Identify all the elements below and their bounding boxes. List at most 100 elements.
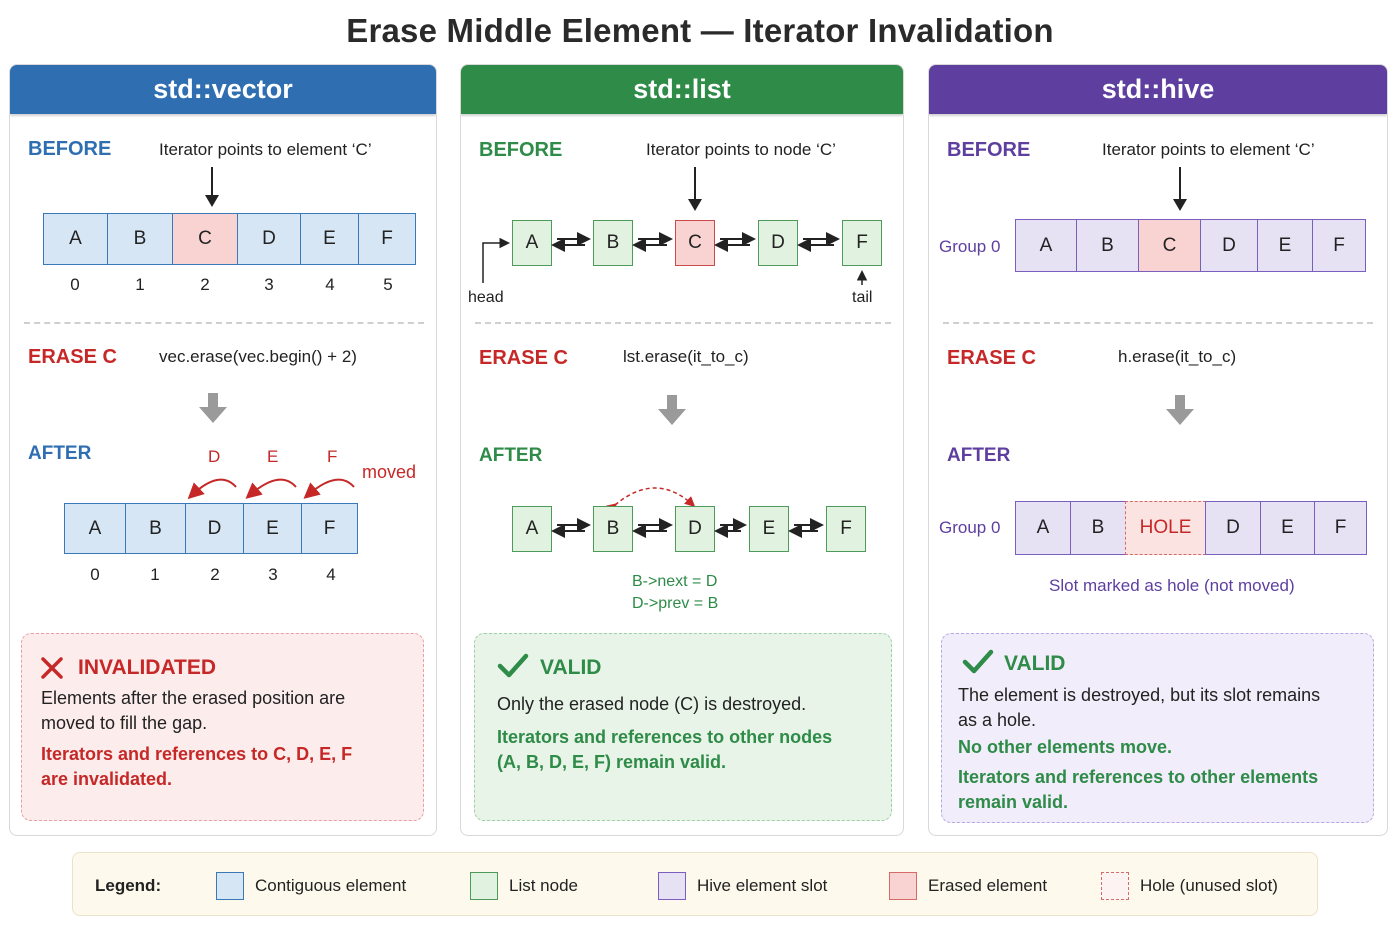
list-node: A <box>512 220 552 266</box>
list-node: D <box>675 506 715 552</box>
hive-erase-label: ERASE C <box>947 347 1036 369</box>
legend-swatch <box>889 872 917 900</box>
vector-cell: E <box>243 503 302 554</box>
hive-after-label: AFTER <box>947 445 1011 466</box>
hive-slot: B <box>1070 501 1126 555</box>
cross-icon <box>41 657 63 679</box>
hive-slot: E <box>1257 219 1313 272</box>
hive-result-text: The element is destroyed, but its slot r… <box>958 685 1321 730</box>
legend-item: Contiguous element <box>216 871 406 901</box>
vector-cell: B <box>125 503 186 554</box>
list-after-links <box>551 518 824 538</box>
hive-slot: E <box>1260 501 1315 555</box>
vector-move-arrows <box>187 478 355 500</box>
list-erase-code: lst.erase(it_to_c) <box>623 347 749 366</box>
hive-result-emphasis: No other elements move. <box>958 737 1173 757</box>
list-before-caption: Iterator points to node ‘C’ <box>646 140 836 159</box>
vector-pointer-arrow <box>205 167 219 207</box>
check-icon <box>497 653 529 678</box>
hive-result-box: VALID The element is destroyed, but its … <box>941 633 1374 823</box>
legend: Legend: Contiguous element List node Hiv… <box>72 852 1318 916</box>
vector-erase-label: ERASE C <box>28 346 117 368</box>
list-node: F <box>826 506 866 552</box>
list-node: E <box>749 506 789 552</box>
legend-swatch <box>216 872 244 900</box>
list-divider <box>475 322 891 324</box>
hive-divider <box>943 322 1373 324</box>
hive-slot: D <box>1200 219 1258 272</box>
legend-text: Hive element slot <box>697 876 828 895</box>
list-result-text: Only the erased node (C) is destroyed. <box>497 694 807 714</box>
legend-item: Hive element slot <box>658 871 827 901</box>
vector-cell: F <box>301 503 358 554</box>
hive-slot: B <box>1076 219 1139 272</box>
hive-header: std::hive <box>929 65 1387 114</box>
vector-cell: E <box>300 213 359 265</box>
vector-index: 4 <box>326 565 336 584</box>
vector-before-label: BEFORE <box>28 138 112 160</box>
list-result-emphasis: Iterators and references to other nodes … <box>497 727 833 772</box>
list-node: F <box>842 220 882 266</box>
legend-text: Erased element <box>928 876 1048 895</box>
legend-item: List node <box>470 871 578 901</box>
vector-moved-letter: E <box>267 447 279 466</box>
vector-divider <box>24 322 424 324</box>
hive-slot-note: Slot marked as hole (not moved) <box>1049 576 1295 595</box>
list-after-label: AFTER <box>479 445 543 466</box>
vector-erase-code: vec.erase(vec.begin() + 2) <box>159 347 357 366</box>
legend-item: Hole (unused slot) <box>1101 871 1278 901</box>
vector-cell: F <box>358 213 416 265</box>
hive-result-emphasis: Iterators and references to other elemen… <box>958 767 1319 812</box>
list-node-erased: C <box>675 220 715 266</box>
legend-label: Legend: <box>95 876 162 895</box>
list-head-label: head <box>468 289 504 306</box>
check-icon <box>962 649 994 674</box>
legend-swatch <box>470 872 498 900</box>
hive-slot: A <box>1015 501 1071 555</box>
vector-after-label: AFTER <box>28 443 92 464</box>
vector-result-text: Elements after the erased position are m… <box>41 688 346 733</box>
vector-index: 4 <box>325 275 335 294</box>
vector-index: 1 <box>135 275 145 294</box>
legend-item: Erased element <box>889 871 1047 901</box>
list-node: B <box>593 506 633 552</box>
list-erase-label: ERASE C <box>479 347 568 369</box>
hive-before-caption: Iterator points to element ‘C’ <box>1102 140 1315 159</box>
vector-cell: A <box>64 503 126 554</box>
list-header: std::list <box>461 65 903 114</box>
vector-moved-letter: F <box>327 447 338 466</box>
vector-cell: A <box>43 213 108 265</box>
vector-cell: D <box>185 503 244 554</box>
list-before-label: BEFORE <box>479 139 563 161</box>
list-link-note: B->next = D <box>632 573 718 590</box>
list-link-note: D->prev = B <box>632 595 719 612</box>
hive-result-title: VALID <box>1004 652 1066 675</box>
vector-moved-letter: D <box>208 447 221 466</box>
down-arrow-icon <box>1166 395 1194 425</box>
list-relink-arrow <box>605 487 696 511</box>
vector-index: 3 <box>264 275 274 294</box>
hive-before-label: BEFORE <box>947 139 1031 161</box>
vector-result-emphasis: Iterators and references to C, D, E, F a… <box>41 744 353 789</box>
hive-group-label: Group 0 <box>939 518 1001 537</box>
list-panel: std::list BEFORE Iterator points to node… <box>460 64 904 836</box>
hive-slot: F <box>1312 219 1366 272</box>
vector-index: 1 <box>150 565 160 584</box>
vector-header: std::vector <box>10 65 436 114</box>
vector-panel: std::vector BEFORE Iterator points to el… <box>9 64 437 836</box>
hive-slot-erased: C <box>1138 219 1201 272</box>
hive-hole-slot: HOLE <box>1125 501 1206 555</box>
list-pointer-arrow <box>688 167 702 211</box>
legend-text: Contiguous element <box>255 876 407 895</box>
legend-swatch <box>1101 872 1129 900</box>
hive-group-label: Group 0 <box>939 237 1001 256</box>
vector-cell: B <box>107 213 173 265</box>
legend-text: List node <box>509 876 578 895</box>
hive-pointer-arrow <box>1173 167 1187 211</box>
list-result-box: VALID Only the erased node (C) is destro… <box>474 633 892 821</box>
vector-result-box: INVALIDATED Elements after the erased po… <box>21 633 424 821</box>
hive-slot: D <box>1205 501 1261 555</box>
hive-slot: F <box>1314 501 1367 555</box>
legend-swatch <box>658 872 686 900</box>
down-arrow-icon <box>199 393 227 423</box>
